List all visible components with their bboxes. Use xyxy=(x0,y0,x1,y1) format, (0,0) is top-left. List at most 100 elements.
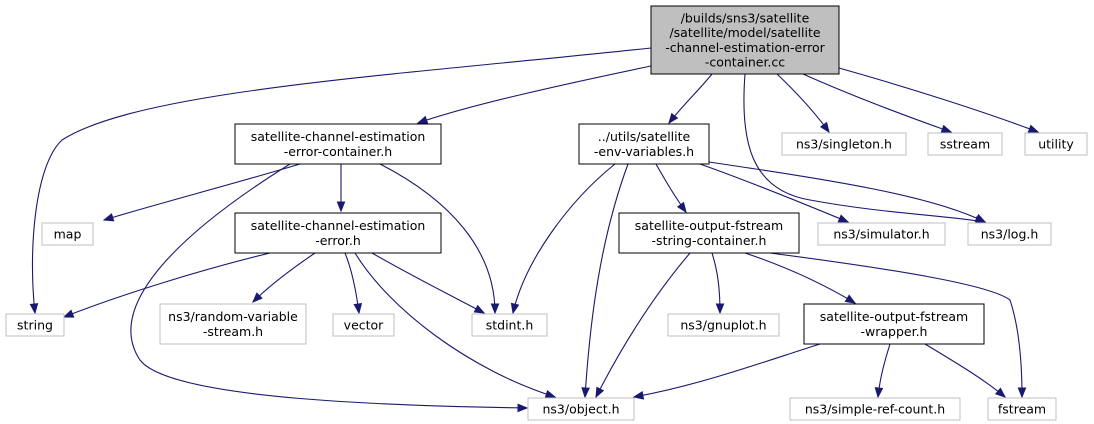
node-label-line: ns3/singleton.h xyxy=(796,137,892,152)
edge-env-variables-h-to-fstream-string-container-h xyxy=(655,163,687,214)
node-log-header: ns3/log.h xyxy=(967,222,1052,246)
edge-env-variables-h-to-simulator-h xyxy=(699,163,850,223)
node-box xyxy=(578,123,710,165)
node-box xyxy=(234,123,442,165)
node-object-header: ns3/object.h xyxy=(527,397,635,421)
edge-arrowhead xyxy=(715,303,725,315)
edge-cee-h-to-random-variable-stream-h xyxy=(252,252,316,303)
node-label-line: -wrapper.h xyxy=(861,324,928,339)
node-label-line: ns3/log.h xyxy=(981,227,1039,242)
edge-line xyxy=(354,252,556,398)
node-label-line: map xyxy=(54,227,82,242)
edge-arrowhead xyxy=(581,387,590,399)
edge-line xyxy=(776,73,830,133)
edge-env-variables-h-to-stdint-h xyxy=(510,163,616,315)
edge-line xyxy=(130,163,528,409)
node-box xyxy=(159,303,307,345)
edge-arrowhead xyxy=(62,309,75,318)
node-box xyxy=(1024,132,1088,156)
edges xyxy=(29,47,1040,413)
node-label-line: ../utils/satellite xyxy=(598,129,691,144)
node-label-line: vector xyxy=(344,318,385,333)
edge-cee-h-to-object-h xyxy=(354,252,557,399)
edge-arrowhead xyxy=(668,112,679,125)
node-box xyxy=(817,222,946,246)
node-box xyxy=(967,222,1052,246)
node-root-source[interactable]: /builds/sns3/satellite/satellite/model/s… xyxy=(650,5,840,75)
node-box xyxy=(41,222,94,246)
node-cee-header[interactable]: satellite-channel-estimation-error.h xyxy=(234,212,442,254)
node-label-line: fstream xyxy=(998,402,1046,417)
edge-arrowhead xyxy=(994,387,1007,398)
edge-line xyxy=(924,343,1006,398)
node-utility: utility xyxy=(1024,132,1088,156)
edge-env-variables-h-to-log-h xyxy=(708,161,987,223)
edge-line xyxy=(252,252,316,303)
edge-fstream-string-container-h-to-fstream-wrapper-h xyxy=(744,252,857,304)
node-label-line: sstream xyxy=(940,137,990,152)
node-label-line: satellite-channel-estimation xyxy=(251,218,426,233)
edge-arrowhead xyxy=(336,201,346,213)
node-fstream-wrapper-header[interactable]: satellite-output-fstream-wrapper.h xyxy=(803,303,985,345)
edge-root-to-sstream xyxy=(802,73,953,133)
node-box xyxy=(987,397,1057,421)
node-fstream-string-container-header[interactable]: satellite-output-fstream-string-containe… xyxy=(618,212,800,254)
edge-cee-h-to-stdint-h xyxy=(371,252,486,314)
node-label-line: -string-container.h xyxy=(652,233,767,248)
edge-arrowhead xyxy=(490,303,500,315)
node-box xyxy=(332,313,395,337)
edge-cee-container-h-to-cee-h xyxy=(336,164,346,213)
edge-arrowhead xyxy=(102,213,115,222)
node-box xyxy=(650,5,840,75)
node-label-line: satellite-output-fstream xyxy=(820,309,968,324)
edge-line xyxy=(633,343,821,398)
node-label-line: stdint.h xyxy=(486,318,534,333)
node-string: string xyxy=(5,313,65,337)
edge-arrowhead xyxy=(1017,387,1027,399)
node-label-line: -stream.h xyxy=(203,324,263,339)
edge-arrowhead xyxy=(676,201,687,214)
node-label-line: satellite-channel-estimation xyxy=(251,129,426,144)
node-box xyxy=(234,212,442,254)
node-label-line: ns3/gnuplot.h xyxy=(680,318,766,333)
node-env-variables-header[interactable]: ../utils/satellite-env-variables.h xyxy=(578,123,710,165)
edge-root-to-utility xyxy=(838,67,1040,133)
edge-line xyxy=(371,252,485,314)
edge-arrowhead xyxy=(517,403,529,413)
edge-arrowhead xyxy=(632,391,645,400)
node-label-line: -error.h xyxy=(315,233,361,248)
edge-arrowhead xyxy=(940,124,953,133)
node-box xyxy=(781,132,907,156)
edge-env-variables-h-to-object-h xyxy=(581,163,629,399)
node-stdint-header: stdint.h xyxy=(471,313,548,337)
edge-cee-h-to-vector xyxy=(344,252,363,315)
edge-fstream-wrapper-h-to-object-h xyxy=(632,343,821,400)
node-gnuplot-header: ns3/gnuplot.h xyxy=(667,313,780,337)
edge-line xyxy=(743,73,986,223)
edge-line xyxy=(838,67,1039,133)
node-vector: vector xyxy=(332,313,395,337)
edge-root-to-singleton-h xyxy=(776,73,830,134)
edge-cee-h-to-string xyxy=(62,252,271,318)
node-box xyxy=(527,397,635,421)
node-sstream: sstream xyxy=(927,132,1003,156)
edge-cee-container-h-to-object-h xyxy=(130,163,529,413)
nodes: /builds/sns3/satellite/satellite/model/s… xyxy=(5,5,1088,421)
edge-arrowhead xyxy=(974,213,987,223)
node-label-line: -error-container.h xyxy=(284,144,392,159)
edge-arrowhead xyxy=(416,115,429,124)
edge-arrowhead xyxy=(473,304,486,314)
edge-arrowhead xyxy=(837,214,850,223)
edge-arrowhead xyxy=(844,294,857,304)
node-box xyxy=(5,313,65,337)
edge-root-to-cee-container-h xyxy=(416,65,652,124)
node-singleton-header: ns3/singleton.h xyxy=(781,132,907,156)
edge-arrowhead xyxy=(510,302,520,315)
node-cee-container-header[interactable]: satellite-channel-estimation-error-conta… xyxy=(234,123,442,165)
node-label-line: -container.cc xyxy=(705,54,785,69)
node-simulator-header: ns3/simulator.h xyxy=(817,222,946,246)
node-box xyxy=(789,397,961,421)
edge-line xyxy=(802,73,952,133)
node-label-line: utility xyxy=(1038,137,1074,152)
